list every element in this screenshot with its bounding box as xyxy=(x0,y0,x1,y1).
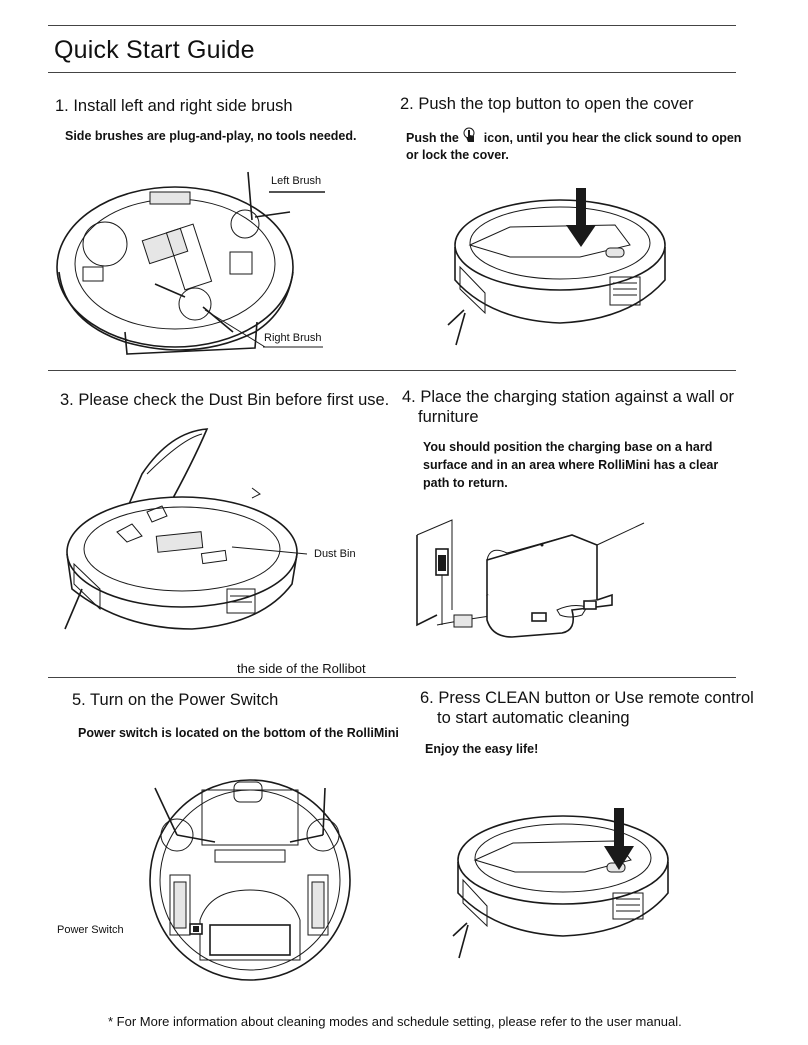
step-1-heading: 1. Install left and right side brush xyxy=(55,97,293,115)
footer-note: * For More information about cleaning mo… xyxy=(108,1014,682,1029)
charging-station-illustration xyxy=(416,519,645,638)
dust-bin-callout: Dust Bin xyxy=(314,548,356,560)
robot-dust-bin-illustration xyxy=(64,428,308,630)
robot-clean-button-illustration xyxy=(452,808,669,959)
step-2-description-end: icon, until you hear the click sound to … xyxy=(483,131,742,145)
step-4-heading-line1: 4. Place the charging station against a … xyxy=(402,388,735,406)
top-rule xyxy=(48,25,736,26)
power-switch-callout: Power Switch xyxy=(57,924,124,936)
right-brush-callout: Right Brush xyxy=(264,332,322,344)
step-3-heading: 3. Please check the Dust Bin before firs… xyxy=(60,391,390,409)
step-1-description: Side brushes are plug-and-play, no tools… xyxy=(65,129,357,143)
step-4-description-line3: path to return. xyxy=(423,476,508,490)
row-divider-1 xyxy=(48,370,736,371)
title-rule xyxy=(48,72,736,73)
left-brush-callout: Left Brush xyxy=(271,175,322,187)
step-2-heading: 2. Push the top button to open the cover xyxy=(400,95,694,113)
step-6-description: Enjoy the easy life! xyxy=(425,742,539,756)
step-4-description-line1: You should position the charging base on… xyxy=(423,440,713,454)
step-6-heading-line1: 6. Press CLEAN button or Use remote cont… xyxy=(420,689,754,707)
step-5-description: Power switch is located on the bottom of… xyxy=(78,726,399,740)
step-2-description-start: Push the xyxy=(406,131,459,145)
step-5-heading: 5. Turn on the Power Switch xyxy=(72,691,279,709)
robot-bottom-power-switch-illustration xyxy=(149,779,351,981)
robot-underside-brushes-illustration xyxy=(56,171,325,355)
robot-top-button-illustration xyxy=(447,188,666,346)
row-divider-2 xyxy=(48,677,736,678)
step-4-heading-line2: furniture xyxy=(418,408,479,426)
step-2-description: Push the icon, until you hear the click … xyxy=(406,127,741,148)
step-3-caption: the side of the Rollibot xyxy=(237,661,366,676)
step-6-heading-line2: to start automatic cleaning xyxy=(437,709,630,727)
hand-press-icon xyxy=(462,127,480,143)
page-title: Quick Start Guide xyxy=(54,36,255,64)
step-2-description-line2: or lock the cover. xyxy=(406,148,509,162)
step-4-description-line2: surface and in an area where RolliMini h… xyxy=(423,458,719,472)
